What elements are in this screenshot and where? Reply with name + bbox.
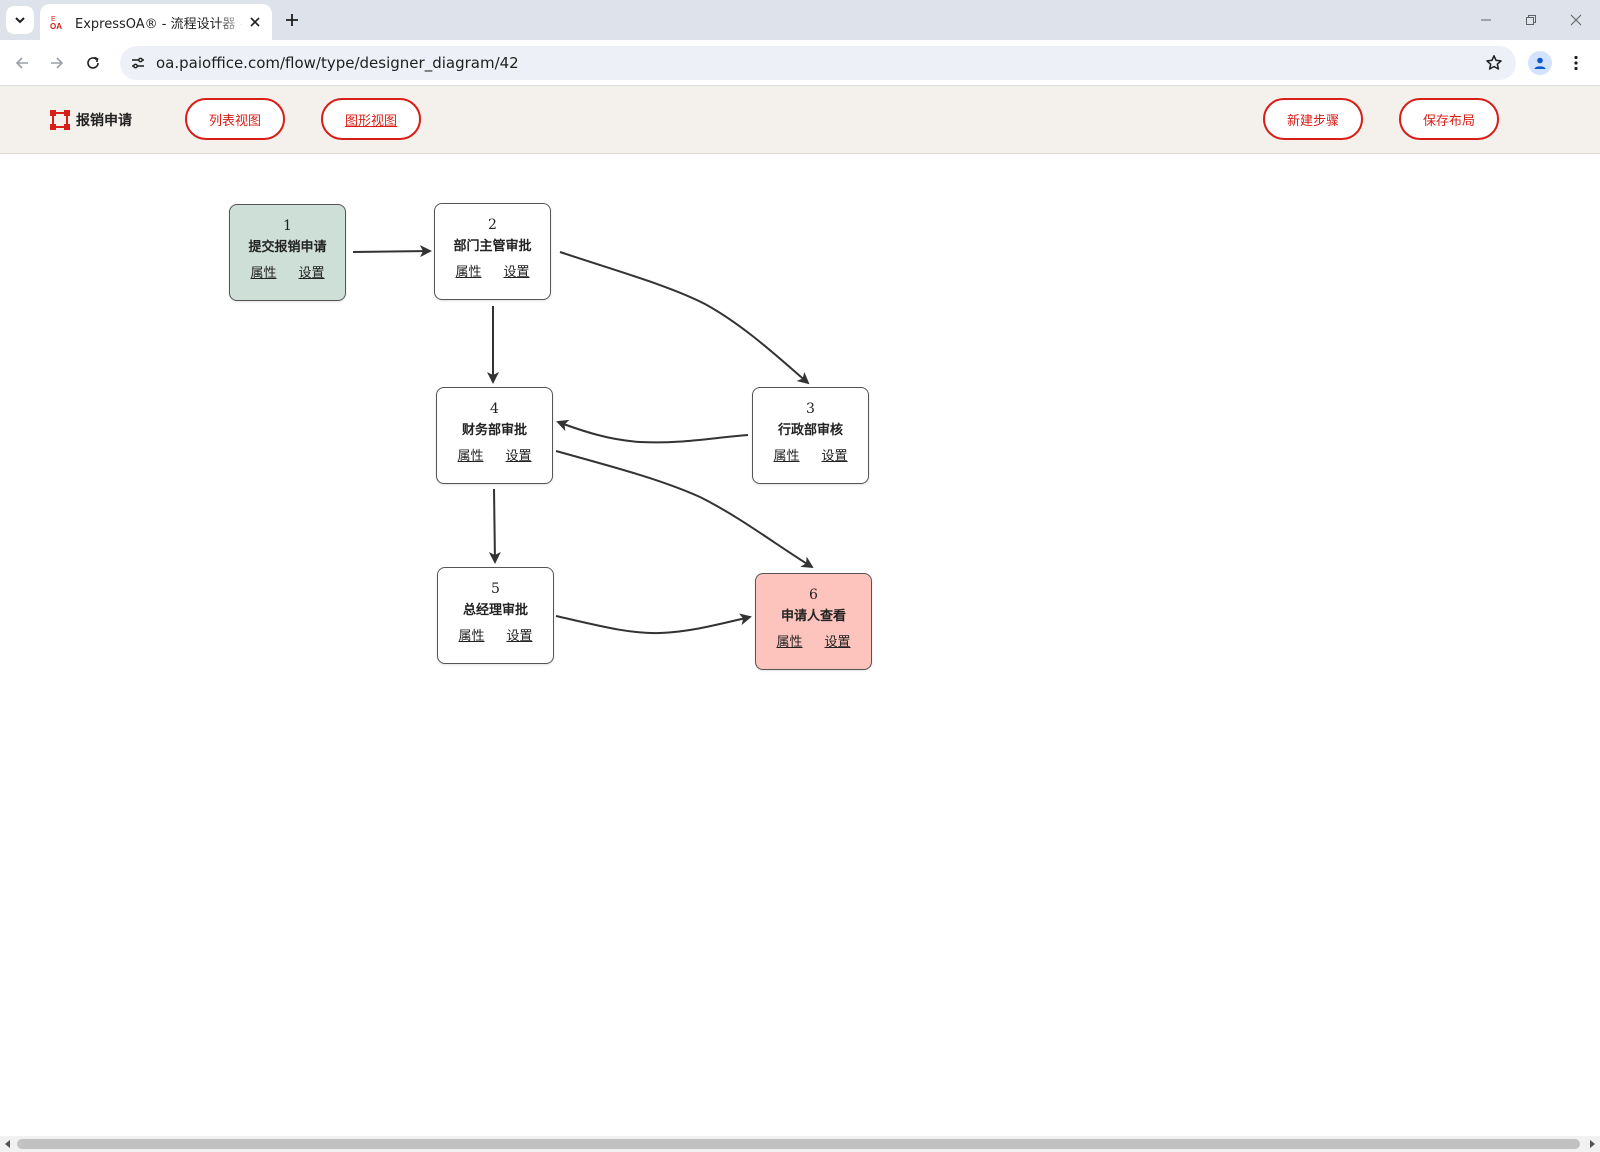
step-actions: 属性 设置 (438, 629, 553, 645)
step-settings-link[interactable]: 设置 (506, 629, 533, 644)
new-tab-button[interactable] (280, 8, 304, 32)
tab-title: ExpressOA® - 流程设计器 - 报销申请 (75, 16, 243, 32)
step-settings-link[interactable]: 设置 (503, 265, 530, 280)
step-properties-link[interactable]: 属性 (773, 449, 800, 464)
chevron-down-icon (15, 17, 25, 24)
connector-4-to-6[interactable] (555, 450, 814, 569)
page-title: 报销申请 (76, 113, 132, 129)
flow-step-node[interactable]: 6 申请人查看属性 设置 (755, 573, 872, 670)
arrow-right-icon (51, 57, 64, 69)
site-info-button[interactable] (128, 53, 148, 73)
tune-icon (132, 57, 144, 69)
browser-menu-button[interactable] (1566, 51, 1586, 75)
step-actions: 属性 设置 (437, 449, 552, 465)
restore-button[interactable] (1511, 6, 1551, 34)
tab-close-button[interactable] (246, 13, 264, 31)
more-vert-icon (1574, 55, 1578, 71)
svg-text:OA: OA (50, 22, 62, 30)
step-settings-link[interactable]: 设置 (821, 449, 848, 464)
tab-search-button[interactable] (6, 6, 34, 34)
save-layout-button[interactable]: 保存布局 (1399, 98, 1499, 140)
app-header: 报销申请 列表视图 图形视图 新建步骤 保存布局 (0, 86, 1600, 154)
scrollbar-thumb[interactable] (17, 1139, 1580, 1149)
close-icon (250, 17, 260, 27)
list-view-button[interactable]: 列表视图 (185, 98, 285, 140)
scroll-right-button[interactable] (1584, 1136, 1600, 1152)
list-view-label: 列表视图 (208, 113, 261, 129)
step-number: 5 (491, 581, 500, 597)
connector-4-to-5[interactable] (488, 488, 501, 564)
flow-step-node[interactable]: 2 部门主管审批属性 设置 (434, 203, 551, 300)
star-icon (1486, 55, 1502, 70)
step-name: 提交报销申请 (248, 240, 327, 255)
connector-5-to-6[interactable] (555, 613, 752, 635)
new-step-label: 新建步骤 (1286, 113, 1339, 129)
browser-tab[interactable]: E OA ExpressOA® - 流程设计器 - 报销申请 (40, 4, 272, 40)
step-number: 6 (809, 587, 818, 603)
step-actions: 属性 设置 (230, 266, 345, 282)
step-actions: 属性 设置 (753, 449, 868, 465)
url-text: oa.paioffice.com/flow/type/designer_diag… (156, 54, 519, 72)
step-number: 1 (283, 218, 292, 234)
connector-3-to-4[interactable] (556, 419, 749, 444)
scroll-left-button[interactable] (0, 1136, 16, 1152)
step-properties-link[interactable]: 属性 (457, 449, 484, 464)
flow-step-node[interactable]: 4 财务部审批属性 设置 (436, 387, 553, 484)
bookmark-button[interactable] (1484, 53, 1504, 73)
step-properties-link[interactable]: 属性 (776, 635, 803, 650)
graph-view-label: 图形视图 (344, 113, 397, 129)
step-actions: 属性 设置 (756, 635, 871, 651)
minimize-icon (1481, 19, 1491, 21)
flow-step-node[interactable]: 3 行政部审核属性 设置 (752, 387, 869, 484)
step-name: 行政部审核 (777, 423, 843, 438)
step-settings-link[interactable]: 设置 (824, 635, 851, 650)
new-step-button[interactable]: 新建步骤 (1263, 98, 1363, 140)
step-number: 4 (490, 401, 499, 417)
step-properties-link[interactable]: 属性 (458, 629, 485, 644)
step-actions: 属性 设置 (435, 265, 550, 281)
step-properties-link[interactable]: 属性 (455, 265, 482, 280)
browser-tab-bar: E OA ExpressOA® - 流程设计器 - 报销申请 (0, 0, 1600, 40)
back-button[interactable] (8, 49, 36, 77)
step-number: 3 (806, 401, 815, 417)
restore-icon (1526, 15, 1536, 25)
connector-2-to-3[interactable] (559, 251, 810, 385)
step-settings-link[interactable]: 设置 (298, 266, 325, 281)
expressoa-favicon-icon: E OA (50, 16, 62, 30)
flow-connectors (352, 245, 814, 635)
person-icon (1534, 57, 1546, 69)
step-number: 2 (488, 217, 497, 233)
horizontal-scrollbar[interactable] (0, 1136, 1600, 1152)
flow-step-node[interactable]: 5 总经理审批属性 设置 (437, 567, 554, 664)
address-bar[interactable]: oa.paioffice.com/flow/type/designer_diag… (120, 46, 1516, 80)
graph-view-button[interactable]: 图形视图 (321, 98, 421, 140)
triangle-left-icon (5, 1140, 10, 1148)
svg-text:E: E (51, 16, 56, 23)
window-close-button[interactable] (1556, 6, 1596, 34)
connector-1-to-2[interactable] (352, 245, 432, 258)
step-name: 财务部审批 (461, 423, 527, 438)
triangle-right-icon (1590, 1140, 1595, 1148)
profile-button[interactable] (1528, 51, 1552, 75)
step-settings-link[interactable]: 设置 (505, 449, 532, 464)
arrow-left-icon (15, 57, 28, 69)
reload-icon (87, 56, 99, 69)
save-layout-label: 保存布局 (1422, 113, 1475, 129)
browser-toolbar: oa.paioffice.com/flow/type/designer_diag… (0, 40, 1600, 86)
step-name: 总经理审批 (462, 603, 528, 618)
flow-diagram-icon (50, 110, 70, 130)
plus-icon (286, 14, 298, 26)
step-name: 部门主管审批 (453, 239, 532, 254)
forward-button[interactable] (43, 49, 71, 77)
minimize-button[interactable] (1466, 6, 1506, 34)
flow-step-node[interactable]: 1 提交报销申请属性 设置 (229, 204, 346, 301)
reload-button[interactable] (79, 49, 107, 77)
step-name: 申请人查看 (780, 609, 846, 624)
close-icon (1570, 14, 1582, 26)
step-properties-link[interactable]: 属性 (250, 266, 277, 281)
